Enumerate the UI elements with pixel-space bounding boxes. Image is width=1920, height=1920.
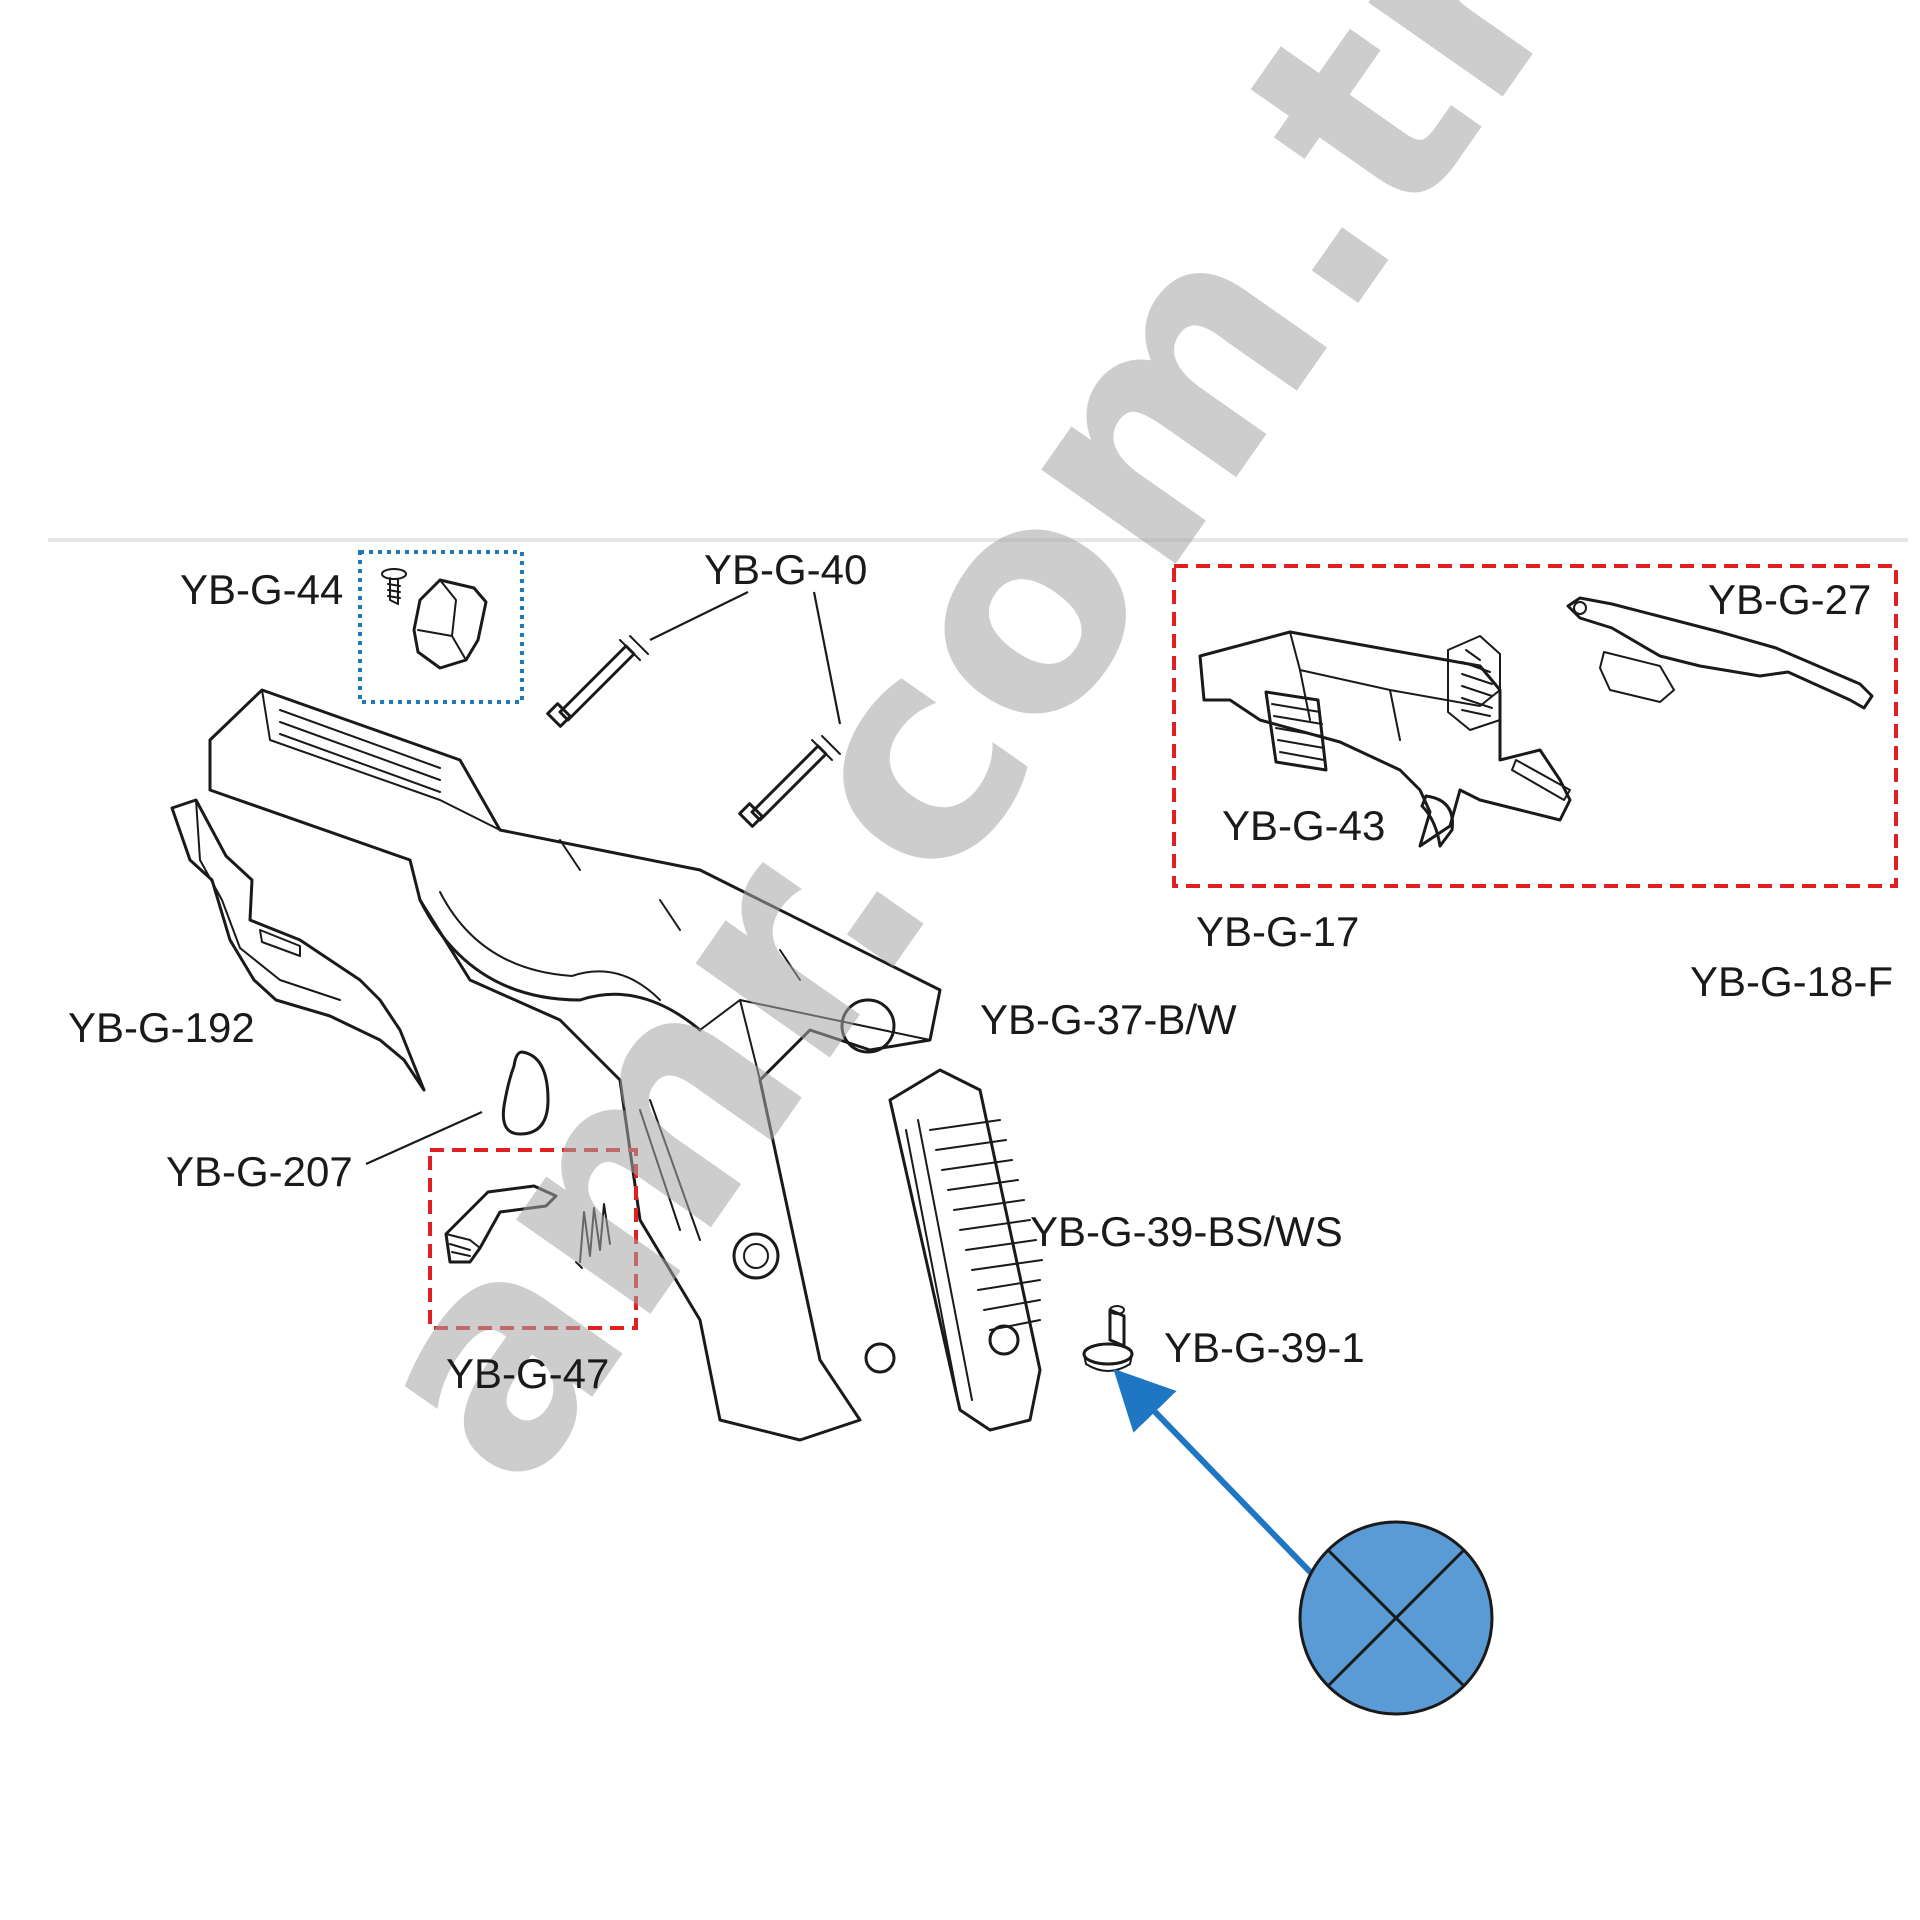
bracket-icon: [170, 798, 426, 1092]
part-yb-g-192[interactable]: [170, 798, 426, 1092]
label-yb-g-27: YB-G-27: [1708, 576, 1871, 623]
part-yb-g-40[interactable]: [546, 591, 842, 828]
grip-panel-icon: [888, 1068, 1043, 1432]
screw-icon: [1082, 1305, 1134, 1372]
screw-icon: [381, 568, 407, 605]
part-yb-g-39-bsws[interactable]: [888, 1068, 1043, 1432]
pin-icon: [546, 635, 649, 728]
label-yb-g-47: YB-G-47: [446, 1350, 609, 1397]
label-yb-g-17: YB-G-17: [1196, 908, 1359, 955]
yb-g-40-leader: [649, 591, 842, 725]
part-yb-g-47[interactable]: [428, 1148, 638, 1330]
label-yb-g-39-1: YB-G-39-1: [1164, 1324, 1365, 1371]
yb-g-17-box: [1172, 564, 1898, 888]
frame-icon: [208, 688, 942, 1442]
label-yb-g-37: YB-G-37-B/W: [980, 996, 1237, 1043]
part-yb-g-37[interactable]: [208, 688, 942, 1442]
trigger-housing-icon: [1198, 630, 1572, 848]
label-yb-g-18-f: YB-G-18-F: [1690, 958, 1893, 1005]
bracket-icon: [412, 578, 488, 670]
yb-g-47-box: [428, 1148, 638, 1330]
part-yb-g-207[interactable]: [365, 1050, 550, 1166]
label-yb-g-40: YB-G-40: [704, 546, 867, 593]
ring-icon: [501, 1050, 550, 1136]
label-yb-g-207: YB-G-207: [166, 1148, 353, 1195]
label-yb-g-44: YB-G-44: [180, 566, 343, 613]
yb-g-44-box: [358, 550, 524, 704]
pointer-arrow-icon: [1113, 1368, 1319, 1581]
label-yb-g-192: YB-G-192: [68, 1004, 255, 1051]
spring-icon: [575, 1203, 611, 1269]
lever-icon: [444, 1184, 558, 1264]
label-yb-g-39-bsws: YB-G-39-BS/WS: [1030, 1208, 1343, 1255]
part-yb-g-44[interactable]: [358, 550, 524, 704]
part-yb-g-17[interactable]: [1172, 564, 1898, 888]
trigger-bar-icon: [1566, 596, 1874, 710]
label-yb-g-43: YB-G-43: [1222, 802, 1385, 849]
watermark-text: amr.com.tr: [292, 0, 1632, 1541]
part-yb-g-39-1[interactable]: [1082, 1305, 1134, 1372]
crossed-circle-icon: [1298, 1520, 1494, 1716]
yb-g-207-leader: [365, 1110, 483, 1166]
pin-icon: [738, 735, 841, 828]
